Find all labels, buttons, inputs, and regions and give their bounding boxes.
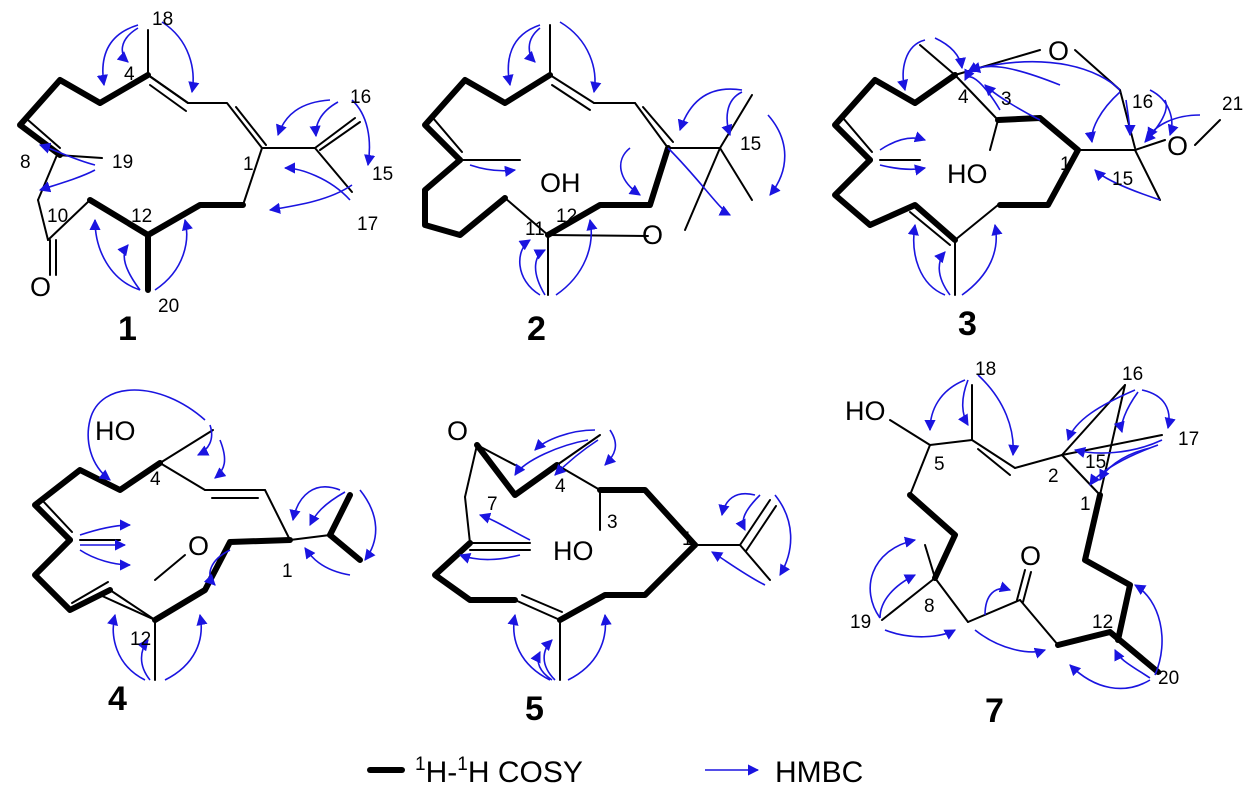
- atom-number: 21: [1222, 94, 1243, 115]
- atom-number: 1: [1080, 494, 1091, 515]
- atom-number: 4: [555, 476, 566, 497]
- atom-number: 15: [1112, 169, 1133, 190]
- ring-oxygen: O: [642, 220, 663, 250]
- atom-number: 10: [47, 206, 68, 227]
- atom-number: 15: [372, 164, 393, 185]
- compound-label: 7: [985, 692, 1004, 730]
- compound-label: 3: [958, 305, 977, 343]
- compound-3-structure: O HO O 3 4 16 21 1 15 3: [832, 36, 1243, 343]
- atom-number: 20: [1158, 668, 1179, 689]
- atom-number: 19: [850, 612, 871, 633]
- atom-number: 12: [131, 206, 152, 227]
- atom-number: 16: [350, 87, 371, 108]
- ether-oxygen: O: [1048, 36, 1069, 66]
- compound-2-structure: OH O 15 11 12 2: [422, 21, 786, 348]
- atom-number: 12: [556, 206, 577, 227]
- atom-number: 3: [607, 512, 618, 533]
- compound-1-structure: O 18 4 16 8 19 1 15 10 12 17 20 1: [17, 9, 393, 348]
- atom-number: 1: [243, 154, 254, 175]
- compound-4-structure: HO O 4 1 12 4: [32, 389, 377, 718]
- hydroxyl-label: HO: [95, 416, 136, 446]
- carbonyl-oxygen: O: [30, 272, 51, 302]
- atom-number: 4: [150, 469, 161, 490]
- hmbc-legend-label: HMBC: [775, 756, 863, 789]
- atom-number: 17: [357, 214, 378, 235]
- hydroxyl-label: HO: [947, 159, 988, 189]
- atom-number: 1: [282, 561, 293, 582]
- compound-label: 2: [527, 310, 546, 348]
- atom-number: 12: [1092, 612, 1113, 633]
- atom-number: 15: [740, 134, 761, 155]
- atom-number: 2: [1048, 466, 1059, 487]
- compound-label: 5: [525, 690, 544, 728]
- atom-number: 16: [1122, 364, 1143, 385]
- atom-number: 3: [1001, 89, 1012, 110]
- hydroxyl-label: HO: [845, 396, 886, 426]
- compound-5-structure: O HO 4 7 3 1 5: [432, 416, 792, 728]
- atom-number: 8: [924, 596, 935, 617]
- atom-number: 7: [487, 494, 498, 515]
- atom-number: 8: [20, 152, 31, 173]
- atom-number: 19: [112, 152, 133, 173]
- atom-number: 4: [124, 64, 135, 85]
- atom-number: 20: [158, 296, 179, 317]
- cosy-legend-label: 1H-1H COSY: [415, 754, 583, 789]
- compound-label: 4: [108, 680, 127, 718]
- atom-number: 5: [934, 454, 945, 475]
- epoxide-oxygen: O: [447, 416, 468, 446]
- atom-number: 17: [1178, 429, 1199, 450]
- compound-7-structure: HO O 18 16 17 5 2 15 1 19 8 12 20 7: [845, 359, 1199, 730]
- carbonyl-oxygen: O: [1020, 541, 1041, 571]
- hydroxyl-label: OH: [540, 168, 581, 198]
- atom-number: 12: [130, 629, 151, 650]
- atom-number: 16: [1132, 92, 1153, 113]
- legend: 1H-1H COSY HMBC: [367, 754, 863, 789]
- atom-number: 18: [975, 359, 996, 380]
- atom-number: 18: [152, 9, 173, 30]
- compound-label: 1: [118, 310, 137, 348]
- ring-oxygen: O: [188, 531, 209, 561]
- atom-number: 11: [525, 219, 545, 240]
- methoxy-oxygen: O: [1167, 131, 1188, 161]
- atom-number: 1: [1060, 154, 1071, 175]
- atom-number: 15: [1085, 452, 1106, 473]
- hydroxyl-label: HO: [553, 536, 594, 566]
- atom-number: 1: [682, 529, 693, 550]
- atom-number: 4: [958, 87, 969, 108]
